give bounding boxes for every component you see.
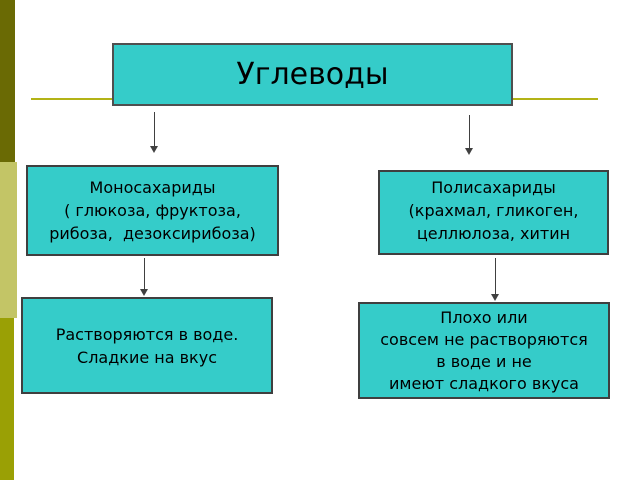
arrow-head: [465, 148, 473, 155]
arrow-head: [150, 146, 158, 153]
arrow-down-icon-title-to-mono: [150, 112, 159, 153]
box-polysaccharides: Полисахариды (крахмал, гликоген, целлюло…: [378, 170, 609, 255]
arrow-shaft: [495, 258, 496, 295]
arrow-shaft: [469, 115, 470, 149]
box-text-line: Плохо или: [440, 307, 528, 327]
box-text-line: ( глюкоза, фруктоза,: [64, 201, 241, 220]
arrow-shaft: [144, 258, 145, 290]
box-text-line: Моносахариды: [89, 178, 216, 197]
arrow-head: [140, 289, 148, 296]
box-text-line: рибоза, дезоксирибоза): [49, 224, 256, 243]
slide-title: Углеводы: [236, 56, 389, 92]
box-text-line: Сладкие на вкус: [77, 347, 217, 367]
box-text-line: (крахмал, гликоген,: [408, 201, 579, 220]
arrow-down-icon-title-to-poly: [465, 115, 474, 155]
box-text-line: Растворяются в воде.: [55, 324, 239, 344]
arrow-head: [491, 294, 499, 301]
arrow-down-icon-mono-to-props: [140, 258, 149, 296]
left-stripe-khaki: [0, 162, 17, 318]
box-text-line: совсем не растворяются: [380, 329, 588, 349]
box-text-line: имеют сладкого вкуса: [389, 373, 579, 393]
box-text-line: целлюлоза, хитин: [416, 224, 571, 243]
title-box: Углеводы: [112, 43, 513, 106]
left-stripe-dark-olive: [0, 0, 15, 162]
box-poly-properties: Плохо или совсем не растворяются в воде …: [358, 302, 610, 399]
box-monosaccharides: Моносахариды ( глюкоза, фруктоза, рибоза…: [26, 165, 279, 256]
arrow-down-icon-poly-to-props: [491, 258, 500, 301]
box-text-line: в воде и не: [436, 351, 532, 371]
box-mono-properties: Растворяются в воде. Сладкие на вкус: [21, 297, 273, 394]
left-stripe-olive: [0, 318, 14, 480]
box-text-line: Полисахариды: [431, 178, 556, 197]
arrow-shaft: [154, 112, 155, 147]
